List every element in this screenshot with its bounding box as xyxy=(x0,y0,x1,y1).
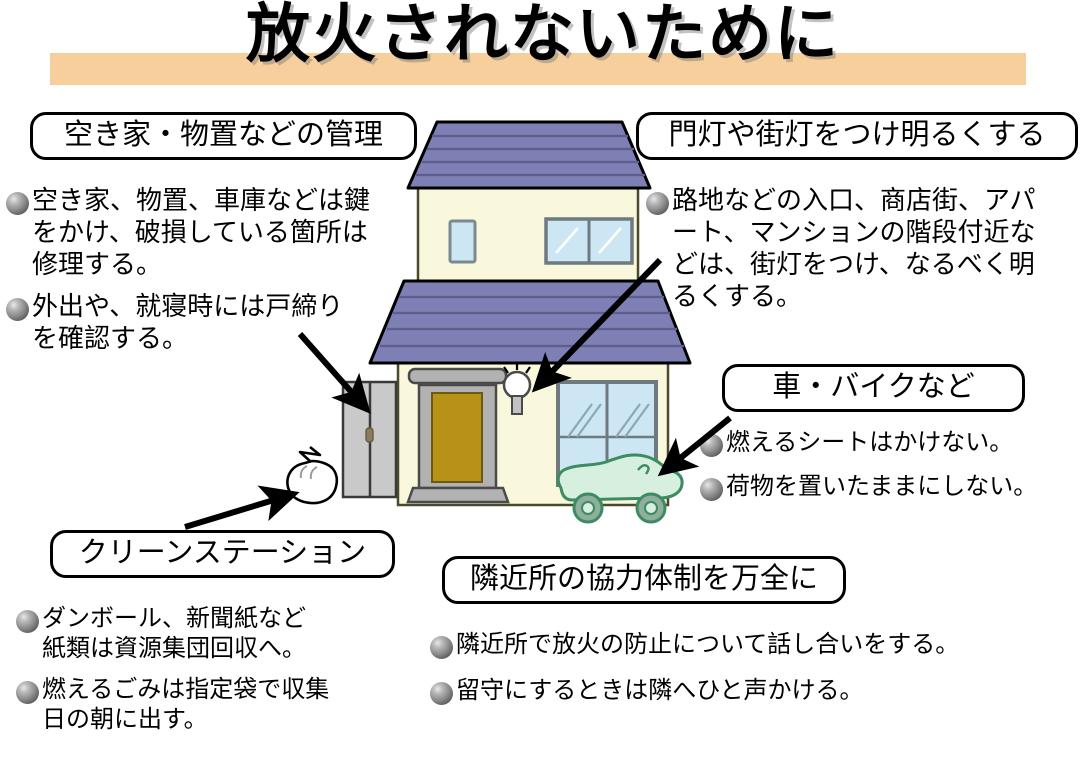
page-title: 放火されないために xyxy=(246,0,840,72)
list-item: 留守にするときは隣へひと声かける。 xyxy=(430,676,1080,706)
section-heading-vacant-house[interactable]: 空き家・物置などの管理 xyxy=(30,112,417,160)
list-item: 外出や、就寝時には戸締り を確認する。 xyxy=(6,292,406,356)
storage-shed xyxy=(341,380,398,499)
upper-wall xyxy=(416,183,640,347)
section-heading-label: クリーンステーション xyxy=(78,535,367,569)
garbage-bag xyxy=(286,445,339,505)
section-heading-label: 門灯や街灯をつけ明るくする xyxy=(668,117,1046,151)
section-heading-lighting[interactable]: 門灯や街灯をつけ明るくする xyxy=(636,112,1078,160)
small-window xyxy=(448,219,477,264)
section-heading-label: 車・バイクなど xyxy=(772,369,975,403)
list-item: 路地などの入口、商店街、アパ ート、マンションの階段付近な どは、街灯をつけ、な… xyxy=(646,186,1082,314)
bullet-dot-icon xyxy=(700,434,723,457)
bullet-text: ダンボール、新聞紙など 紙類は資源集団回収へ。 xyxy=(42,604,306,662)
lower-roof xyxy=(368,279,692,365)
entrance-door xyxy=(417,383,498,490)
bullet-dot-icon xyxy=(16,681,39,705)
list-item: 空き家、物置、車庫などは鍵 をかけ、破損している箇所は 修理する。 xyxy=(6,186,406,282)
list-item: 隣近所で放火の防止について話し合いをする。 xyxy=(430,630,1080,660)
bullet-list-clean-station: ダンボール、新聞紙など 紙類は資源集団回収へ。 燃えるごみは指定袋で収集 日の朝… xyxy=(16,604,416,740)
arrow-to-porch-lamp xyxy=(531,257,663,393)
arrow-to-garbage-bag xyxy=(184,485,300,530)
section-heading-clean-station[interactable]: クリーンステーション xyxy=(50,530,395,578)
porch-step xyxy=(406,486,510,504)
bullet-dot-icon xyxy=(430,636,453,659)
bullet-dot-icon xyxy=(430,681,453,705)
section-heading-label: 隣近所の協力体制を万全に xyxy=(469,561,818,595)
lower-wall xyxy=(396,355,670,507)
bullet-dot-icon xyxy=(6,297,29,321)
bullet-text: 留守にするときは隣へひと声かける。 xyxy=(456,675,864,704)
sliding-glass-door xyxy=(556,380,658,487)
porch-canopy xyxy=(407,367,508,385)
bullet-list-vacant-house: 空き家、物置、車庫などは鍵 をかけ、破損している箇所は 修理する。 外出や、就寝… xyxy=(6,186,406,362)
bullet-text: 外出や、就寝時には戸締り を確認する。 xyxy=(32,291,344,354)
section-heading-label: 空き家・物置などの管理 xyxy=(63,117,383,151)
double-window xyxy=(544,217,634,265)
bullet-dot-icon xyxy=(6,192,29,215)
list-item: 燃えるごみは指定袋で収集 日の朝に出す。 xyxy=(16,675,416,734)
bullet-dot-icon xyxy=(646,192,669,215)
bullet-text: 燃えるごみは指定袋で収集 日の朝に出す。 xyxy=(42,675,330,733)
bullet-list-vehicles: 燃えるシートはかけない。 荷物を置いたままにしない。 xyxy=(700,428,1086,507)
covered-car xyxy=(556,453,684,524)
list-item: ダンボール、新聞紙など 紙類は資源集団回収へ。 xyxy=(16,604,416,663)
bullet-text: 路地などの入口、商店街、アパ ート、マンションの階段付近な どは、街灯をつけ、な… xyxy=(672,186,1036,312)
bullet-dot-icon xyxy=(16,610,39,633)
bullet-text: 空き家、物置、車庫などは鍵 をかけ、破損している箇所は 修理する。 xyxy=(32,186,371,280)
bullet-text: 荷物を置いたままにしない。 xyxy=(726,471,1038,500)
list-item: 燃えるシートはかけない。 xyxy=(700,428,1086,458)
bullet-list-neighborhood: 隣近所で放火の防止について話し合いをする。 留守にするときは隣へひと声かける。 xyxy=(430,630,1080,711)
upper-roof xyxy=(406,120,652,190)
section-heading-neighborhood[interactable]: 隣近所の協力体制を万全に xyxy=(442,556,846,604)
list-item: 荷物を置いたままにしない。 xyxy=(700,472,1086,502)
bullet-list-lighting: 路地などの入口、商店街、アパ ート、マンションの階段付近な どは、街灯をつけ、な… xyxy=(646,186,1082,320)
title-band xyxy=(50,53,1026,85)
bullet-text: 燃えるシートはかけない。 xyxy=(726,428,1014,456)
section-heading-vehicles[interactable]: 車・バイクなど xyxy=(722,364,1025,412)
bullet-text: 隣近所で放火の防止について話し合いをする。 xyxy=(456,630,960,658)
porch-lamp xyxy=(502,363,532,415)
bullet-dot-icon xyxy=(700,477,723,501)
